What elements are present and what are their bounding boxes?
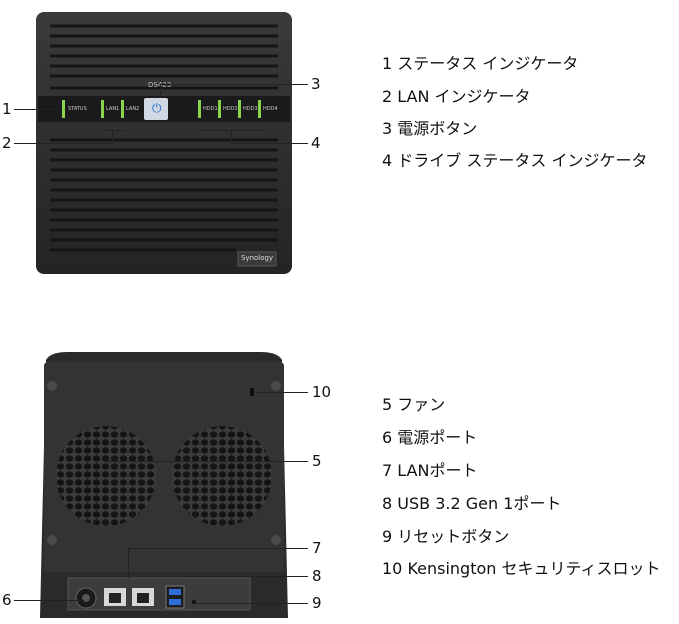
callout-8: 8 — [312, 567, 322, 585]
legend-item-2: 2 LAN インジケータ — [382, 87, 531, 106]
lan1-label: LAN1 — [106, 106, 120, 112]
callout-7: 7 — [312, 539, 322, 557]
callout-9: 9 — [312, 594, 322, 612]
legend-item-10: 10 Kensington セキュリティスロット — [382, 559, 661, 578]
front-view: ⏻ DS423 STATUS LAN1 LAN2 HDD1 HDD2 HDD3 … — [36, 12, 292, 274]
callout-bracket-4b — [200, 130, 262, 131]
power-icon: ⏻ — [152, 101, 162, 115]
hdd1-label: HDD1 — [203, 106, 218, 112]
callout-bracket-4 — [231, 130, 232, 143]
callout-6: 6 — [2, 591, 12, 609]
power-button[interactable] — [144, 98, 168, 120]
rear-view — [38, 350, 290, 620]
callout-line-4 — [231, 143, 308, 144]
front-chassis — [36, 12, 292, 274]
fan-left — [56, 426, 156, 526]
status-led — [62, 100, 65, 118]
callout-drop-3 — [160, 84, 161, 98]
callout-3: 3 — [311, 75, 321, 93]
legend-item-7: 7 LANポート — [382, 461, 478, 480]
legend-item-8: 8 USB 3.2 Gen 1ポート — [382, 494, 562, 513]
callout-line-3 — [160, 84, 308, 85]
legend-item-5: 5 ファン — [382, 395, 446, 414]
callout-line-1 — [14, 109, 62, 110]
brand-logo: Synology — [241, 254, 274, 262]
callout-5: 5 — [312, 452, 322, 470]
callout-10: 10 — [312, 383, 332, 401]
callout-4: 4 — [311, 134, 321, 152]
lan2-label: LAN2 — [126, 106, 140, 112]
hdd2-label: HDD2 — [223, 106, 238, 112]
callout-bracket-2b — [101, 130, 124, 131]
legend-item-3: 3 電源ボタン — [382, 119, 478, 138]
callout-line-7 — [128, 548, 308, 549]
legend-item-4: 4 ドライブ ステータス インジケータ — [382, 151, 648, 170]
legend-item-9: 9 リセットボタン — [382, 527, 510, 546]
hdd3-label: HDD3 — [243, 106, 258, 112]
kensington-slot — [250, 388, 254, 396]
callout-line-9 — [196, 603, 308, 604]
callout-2: 2 — [2, 134, 12, 152]
callout-bracket-7 — [128, 548, 129, 578]
rear-chassis — [40, 352, 288, 618]
hdd4-label: HDD4 — [263, 106, 278, 112]
callout-line-5 — [104, 461, 308, 462]
lan1-led — [101, 100, 104, 118]
callout-bracket-2 — [112, 130, 113, 143]
legend-item-6: 6 電源ポート — [382, 428, 478, 447]
callout-line-6 — [14, 600, 84, 601]
fan-right — [172, 426, 272, 526]
callout-line-8 — [184, 576, 308, 577]
model-label: DS423 — [148, 81, 171, 89]
callout-line-10 — [256, 392, 308, 393]
reset-button[interactable] — [192, 600, 196, 604]
callout-1: 1 — [2, 100, 12, 118]
legend-item-1: 1 ステータス インジケータ — [382, 54, 579, 73]
lan2-led — [121, 100, 124, 118]
callout-line-2 — [14, 143, 112, 144]
status-label: STATUS — [68, 106, 87, 112]
